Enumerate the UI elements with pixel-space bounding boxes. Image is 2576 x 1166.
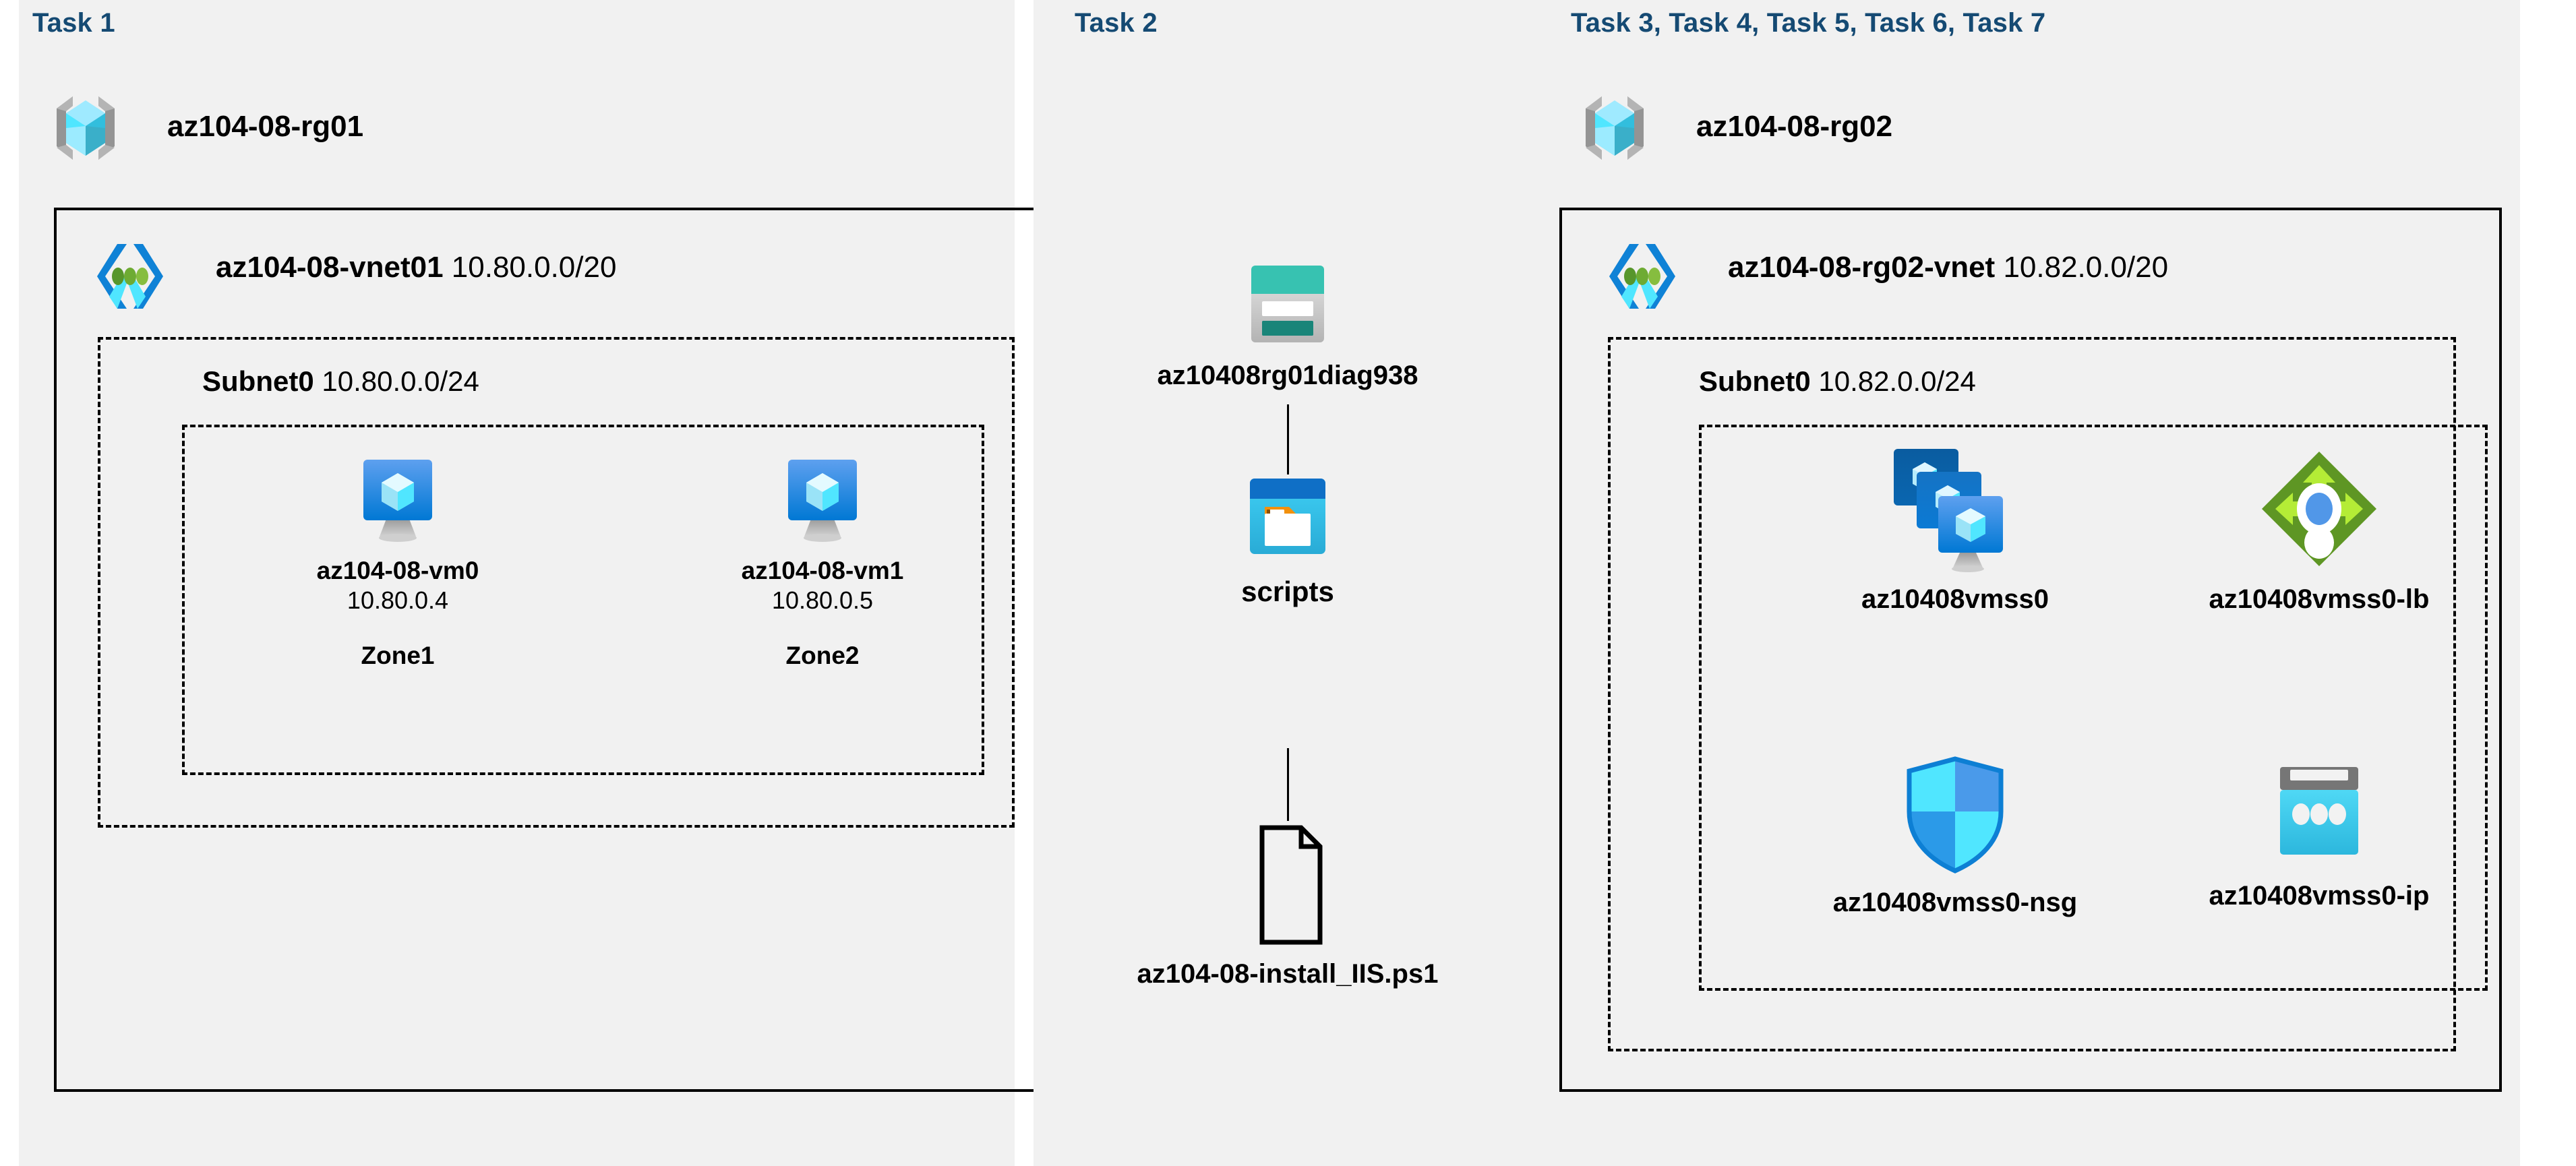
- vm-0-ip: 10.80.0.4: [347, 586, 449, 614]
- blob-container-icon: [1245, 474, 1331, 561]
- virtual-network-icon: [94, 243, 166, 310]
- panel-task3: [1539, 0, 2520, 1166]
- vm-1-name: az104-08-vm1: [741, 557, 904, 584]
- vm-1-ip: 10.80.0.5: [771, 586, 874, 614]
- public-ip-name: az10408vmss0-ip: [2209, 881, 2430, 911]
- vnet-2-label: az104-08-rg02-vnet 10.82.0.0/20: [1728, 251, 2168, 284]
- subnet-1-name: Subnet0: [202, 365, 314, 397]
- vm-1-zone: Zone2: [785, 641, 860, 669]
- vm-node-0: az104-08-vm0 10.80.0.4 Zone1: [270, 453, 526, 670]
- resource-group-icon: [1578, 91, 1652, 165]
- blob-container-node: scripts: [1058, 474, 1517, 608]
- load-balancer-icon: [2255, 445, 2383, 573]
- resource-group-2-label: az104-08-rg02: [1696, 110, 1892, 144]
- virtual-machine-icon: [779, 453, 866, 547]
- vnet-boundary-2: [1559, 208, 2502, 1092]
- panel-task2: [1034, 0, 1540, 1166]
- task-label-2: Task 2: [1075, 8, 1158, 38]
- vmss-node: az10408vmss0: [1780, 445, 2130, 615]
- nsg-name: az10408vmss0-nsg: [1832, 888, 2078, 917]
- vm-0-name: az104-08-vm0: [316, 557, 479, 584]
- storage-account-name: az10408rg01diag938: [1157, 361, 1418, 390]
- vm-scale-set-icon: [1891, 445, 2019, 573]
- connector-storage-to-container: [1287, 404, 1289, 474]
- panel-task1: [19, 0, 1015, 1166]
- subnet-boundary-1: [98, 337, 1015, 828]
- storage-account-icon-bars: [1262, 321, 1313, 336]
- vmss-name: az10408vmss0: [1861, 584, 2049, 614]
- vm-0-zone: Zone1: [361, 641, 435, 669]
- resource-group-icon: [49, 91, 123, 165]
- public-ip-node: az10408vmss0-ip: [2144, 762, 2494, 911]
- nsg-node: az10408vmss0-nsg: [1780, 755, 2130, 918]
- zone-group-boundary-1: [182, 425, 984, 775]
- vm-node-1: az104-08-vm1 10.80.0.5 Zone2: [694, 453, 951, 670]
- vnet-1-label: az104-08-vnet01 10.80.0.0/20: [216, 251, 616, 284]
- network-security-group-icon: [1901, 755, 2009, 876]
- load-balancer-name: az10408vmss0-lb: [2209, 584, 2430, 614]
- script-file-name: az104-08-install_IIS.ps1: [1137, 959, 1439, 989]
- connector-container-to-file: [1287, 748, 1289, 821]
- virtual-network-icon: [1607, 243, 1678, 310]
- subnet-1-label: Subnet0 10.80.0.0/24: [202, 365, 479, 398]
- blob-container-name: scripts: [1241, 576, 1334, 607]
- subnet-boundary-2: [1608, 337, 2456, 1051]
- resource-group-1-name: az104-08-rg01: [167, 110, 364, 143]
- vnet-2-cidr: 10.82.0.0/20: [2003, 251, 2169, 284]
- vnet-1-cidr: 10.80.0.0/20: [451, 251, 617, 284]
- task-label-1: Task 1: [32, 8, 115, 38]
- resource-group-1-label: az104-08-rg01: [167, 110, 363, 144]
- vnet-1-name: az104-08-vnet01: [216, 251, 444, 284]
- vnet-2-name: az104-08-rg02-vnet: [1728, 251, 1996, 284]
- load-balancer-node: az10408vmss0-lb: [2144, 445, 2494, 615]
- script-file-icon: [1245, 821, 1331, 949]
- subnet-2-cidr: 10.82.0.0/24: [1818, 365, 1976, 397]
- script-file-node: az104-08-install_IIS.ps1: [1058, 821, 1517, 989]
- subnet-2-label: Subnet0 10.82.0.0/24: [1699, 365, 1976, 398]
- resource-group-boundary-inner: [1699, 425, 2488, 991]
- subnet-2-name: Subnet0: [1699, 365, 1811, 397]
- public-ip-address-icon: [2269, 762, 2370, 869]
- subnet-1-cidr: 10.80.0.0/24: [322, 365, 479, 397]
- resource-group-2-name: az104-08-rg02: [1696, 110, 1893, 143]
- virtual-machine-icon: [354, 453, 442, 547]
- task-label-3: Task 3, Task 4, Task 5, Task 6, Task 7: [1571, 8, 2046, 38]
